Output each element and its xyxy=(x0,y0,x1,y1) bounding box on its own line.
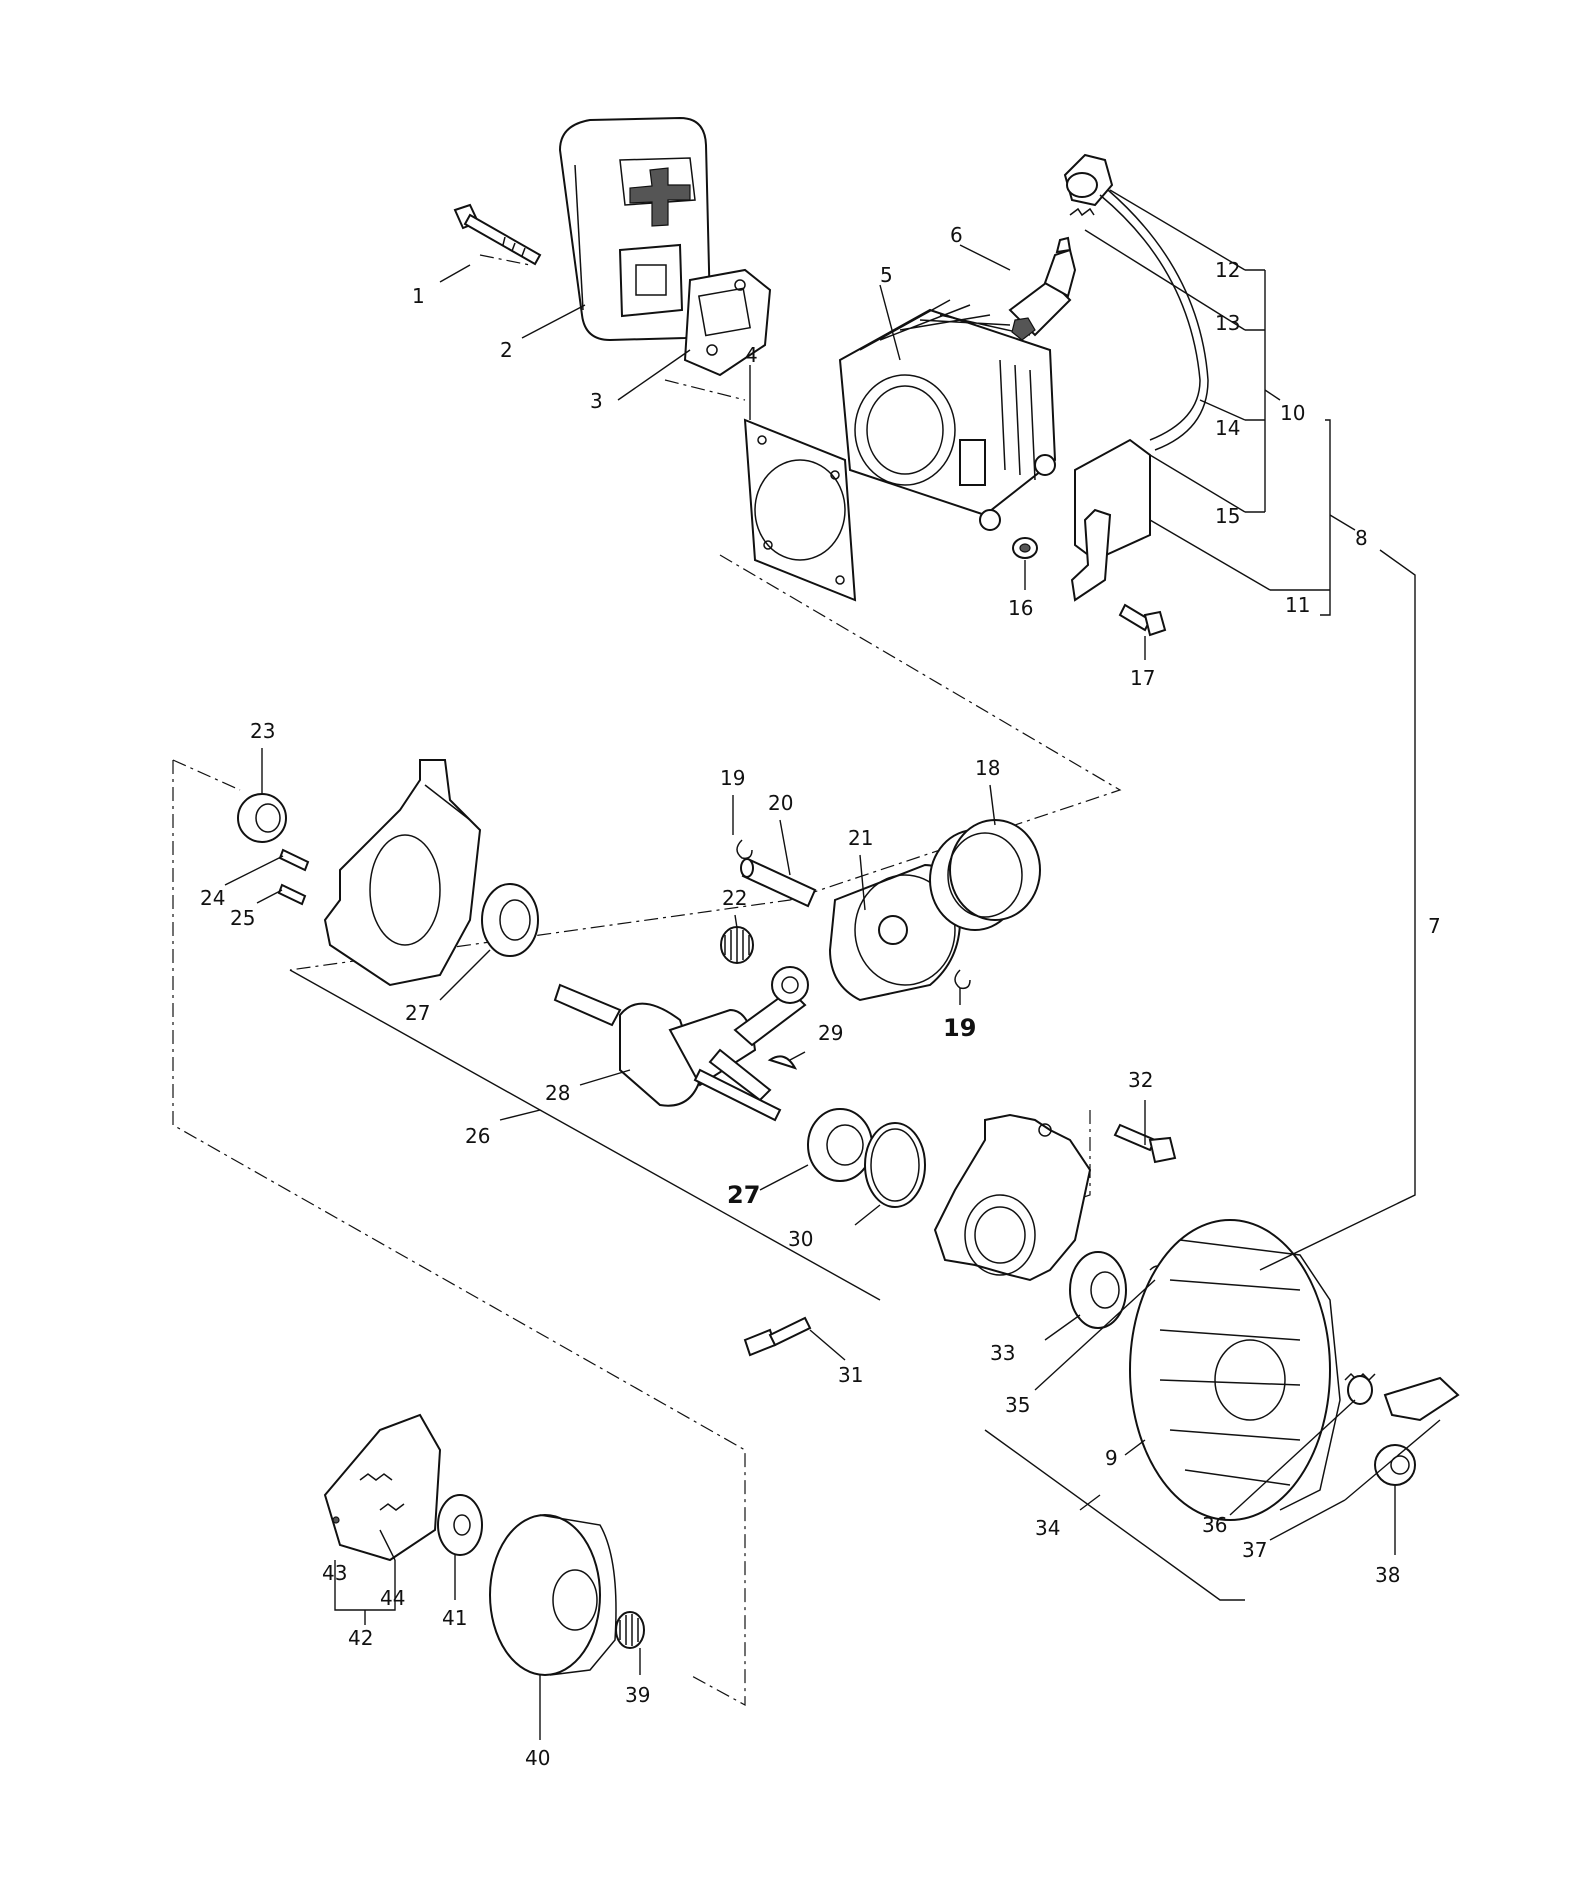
callout-11: 11 xyxy=(1285,593,1310,617)
circlip-19-bottom xyxy=(954,969,971,990)
flywheel xyxy=(1129,1219,1341,1521)
bearing-27-top xyxy=(481,883,539,957)
callout-41: 41 xyxy=(442,1606,467,1630)
crankcase-bolt-31 xyxy=(743,1316,812,1357)
muffler-bolt xyxy=(453,203,542,266)
callout-31: 31 xyxy=(838,1363,863,1387)
callout-2: 2 xyxy=(500,338,513,362)
callout-24: 24 xyxy=(200,886,225,910)
callout-19-top: 19 xyxy=(720,766,745,790)
callout-16: 16 xyxy=(1008,596,1033,620)
woodruff-key xyxy=(767,1055,798,1070)
callout-39: 39 xyxy=(625,1683,650,1707)
callout-40: 40 xyxy=(525,1746,550,1770)
callout-19-bottom: 19 xyxy=(943,1014,976,1042)
callout-15: 15 xyxy=(1215,504,1240,528)
callout-1: 1 xyxy=(412,284,425,308)
callout-3: 3 xyxy=(590,389,603,413)
circlip-19-top xyxy=(736,839,753,860)
cylinder-gasket xyxy=(743,418,857,602)
piston xyxy=(828,863,962,1002)
ignition-coil-assembly xyxy=(1063,153,1209,602)
callout-29: 29 xyxy=(818,1021,843,1045)
callout-36: 36 xyxy=(1202,1513,1227,1537)
callout-7: 7 xyxy=(1428,914,1441,938)
callout-43: 43 xyxy=(322,1561,347,1585)
piston-pin xyxy=(740,858,817,908)
cylinder xyxy=(838,299,1057,531)
washer-16 xyxy=(1012,537,1038,559)
callout-22: 22 xyxy=(722,886,747,910)
clutch-drum xyxy=(489,1514,617,1676)
piston-rings xyxy=(929,819,1041,931)
callout-8: 8 xyxy=(1355,526,1368,550)
callout-25: 25 xyxy=(230,906,255,930)
starter-pawl xyxy=(1383,1376,1460,1422)
muffler xyxy=(558,116,712,342)
needle-bearing-39 xyxy=(615,1611,645,1649)
assembly-dash-lines xyxy=(172,254,1122,1707)
needle-bearing-22 xyxy=(720,926,754,964)
snap-ring xyxy=(864,1122,926,1208)
spark-plug xyxy=(1008,236,1077,341)
callout-27-top: 27 xyxy=(405,1001,430,1025)
callout-30: 30 xyxy=(788,1227,813,1251)
callout-17: 17 xyxy=(1130,666,1155,690)
callout-27-bottom: 27 xyxy=(727,1181,760,1209)
callout-18: 18 xyxy=(975,756,1000,780)
callout-34: 34 xyxy=(1035,1516,1060,1540)
oil-seal-33 xyxy=(1069,1251,1127,1329)
callout-35: 35 xyxy=(1005,1393,1030,1417)
coil-screw xyxy=(1118,603,1167,637)
callout-4: 4 xyxy=(745,343,758,367)
crankcase-left xyxy=(323,759,482,987)
callout-6: 6 xyxy=(950,223,963,247)
callout-26: 26 xyxy=(465,1124,490,1148)
callout-20: 20 xyxy=(768,791,793,815)
callout-32: 32 xyxy=(1128,1068,1153,1092)
callout-37: 37 xyxy=(1242,1538,1267,1562)
leader-lines xyxy=(224,189,1441,1740)
clutch-assembly xyxy=(323,1413,442,1562)
callout-33: 33 xyxy=(990,1341,1015,1365)
muffler-gasket xyxy=(683,268,772,377)
callout-12: 12 xyxy=(1215,258,1240,282)
pins xyxy=(277,848,310,906)
crankcase-bolt-32 xyxy=(1113,1123,1177,1164)
callout-13: 13 xyxy=(1215,311,1240,335)
crankcase-right xyxy=(933,1113,1092,1282)
callout-44: 44 xyxy=(380,1586,405,1610)
callout-10: 10 xyxy=(1280,401,1305,425)
crankshaft xyxy=(553,966,809,1122)
washer-41 xyxy=(437,1494,483,1556)
callout-21: 21 xyxy=(848,826,873,850)
callout-5: 5 xyxy=(880,263,893,287)
oil-seal-23 xyxy=(237,793,287,843)
bearing-27-bottom xyxy=(807,1108,873,1182)
callout-14: 14 xyxy=(1215,416,1240,440)
callouts: 1 2 3 4 5 6 7 8 9 10 11 12 13 14 15 16 1… xyxy=(200,223,1441,1770)
callout-28: 28 xyxy=(545,1081,570,1105)
callout-23: 23 xyxy=(250,719,275,743)
pawl-spring xyxy=(1344,1372,1376,1405)
callout-42: 42 xyxy=(348,1626,373,1650)
callout-38: 38 xyxy=(1375,1563,1400,1587)
callout-9: 9 xyxy=(1105,1446,1118,1470)
flywheel-nut xyxy=(1374,1444,1416,1486)
